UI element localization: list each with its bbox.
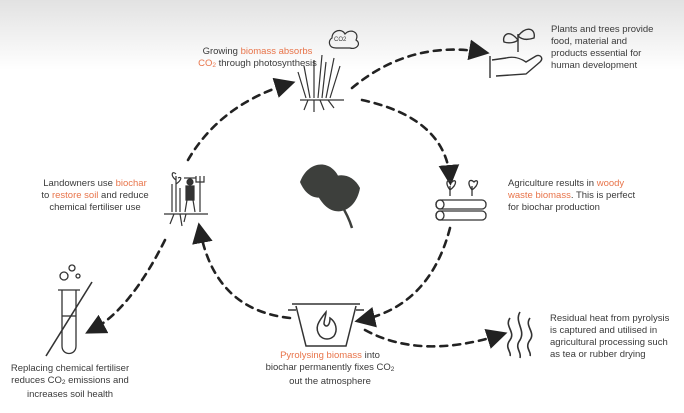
pyrolysing-line-2: biochar permanently fixes CO xyxy=(265,362,391,373)
heat-waves-icon xyxy=(506,311,533,359)
arrow-growing-to-agriculture xyxy=(360,98,460,186)
label-plants-trees: Plants and trees provide food, material … xyxy=(551,24,683,72)
plants-line-1: Plants and trees provide xyxy=(551,24,654,35)
logs-icon xyxy=(435,179,487,221)
landowners-line-2-pre: to xyxy=(41,190,52,201)
leaf-icon xyxy=(300,164,360,229)
label-residual-heat: Residual heat from pyrolysis is captured… xyxy=(550,313,684,361)
growing-text-sub: 2 xyxy=(212,62,216,69)
label-growing-biomass: Growing biomass absorbs CO2 through phot… xyxy=(170,46,345,72)
residual-line-4: as tea or rubber drying xyxy=(550,349,646,360)
pyrolysing-sub: 2 xyxy=(390,366,395,373)
label-agriculture: Agriculture results in woody waste bioma… xyxy=(508,178,683,214)
arrow-landowner-to-testtube xyxy=(85,238,167,334)
landowners-text-highlight-2: restore soil xyxy=(51,190,99,201)
residual-line-1: Residual heat from pyrolysis xyxy=(550,313,670,324)
replacing-line-1: Replacing chemical fertiliser xyxy=(10,363,130,374)
arrow-pyrolysis-to-landowner xyxy=(192,222,292,320)
agriculture-text-highlight-1: woody xyxy=(596,178,625,189)
growing-text-pre: Growing xyxy=(202,46,241,57)
replacing-line-2b: emissions and xyxy=(65,375,129,386)
landowners-text-highlight-1: biochar xyxy=(115,178,147,189)
top-shade xyxy=(0,0,684,70)
cloud-co2-label: CO2 xyxy=(334,37,347,43)
label-replacing-fertiliser: Replacing chemical fertiliser reduces CO… xyxy=(0,363,140,401)
agriculture-text-pre: Agriculture results in xyxy=(508,178,597,189)
label-landowners: Landowners use biochar to restore soil a… xyxy=(26,178,164,214)
landowners-line-2-post: and reduce xyxy=(98,190,149,201)
pyrolysing-text-highlight: Pyrolysing biomass xyxy=(280,350,362,361)
agriculture-line-3: for biochar production xyxy=(508,202,600,213)
test-tube-crossed-icon xyxy=(45,264,93,357)
farmer-icon xyxy=(164,172,208,227)
replacing-sub: 2 xyxy=(61,379,66,386)
arrow-pyrolysis-to-residual xyxy=(363,328,508,349)
arrow-agriculture-to-pyrolysis xyxy=(354,226,452,328)
replacing-line-2a: reduces CO xyxy=(11,375,62,386)
agriculture-text-post: . This is perfect xyxy=(570,190,636,201)
landowners-line-3: chemical fertiliser use xyxy=(49,202,141,213)
hand-sprout-icon xyxy=(489,28,543,78)
pyrolysis-kiln-icon xyxy=(288,303,364,347)
landowners-text-pre: Landowners use xyxy=(43,178,116,189)
arrow-landowner-to-growing xyxy=(186,77,296,162)
plants-line-4: human development xyxy=(551,60,638,71)
label-pyrolysing: Pyrolysing biomass into biochar permanen… xyxy=(245,350,415,388)
replacing-line-3: increases soil health xyxy=(26,389,114,400)
arrow-growing-to-plants xyxy=(350,39,490,90)
plants-line-2: food, material and xyxy=(551,36,628,47)
agriculture-text-highlight-2: waste biomass xyxy=(508,190,571,201)
pyrolysing-text-post: into xyxy=(361,350,380,361)
residual-line-3: agricultural processing such xyxy=(550,337,668,348)
growing-text-rest: through photosynthesis xyxy=(216,58,317,69)
residual-line-2: is captured and utilised in xyxy=(550,325,658,336)
growing-text-highlight: biomass absorbs xyxy=(240,46,313,57)
plants-line-3: products essential for xyxy=(551,48,642,59)
grass-co2-icon xyxy=(297,29,360,112)
pyrolysing-line-3: out the atmosphere xyxy=(289,376,371,387)
growing-text-co2: CO xyxy=(198,58,213,69)
